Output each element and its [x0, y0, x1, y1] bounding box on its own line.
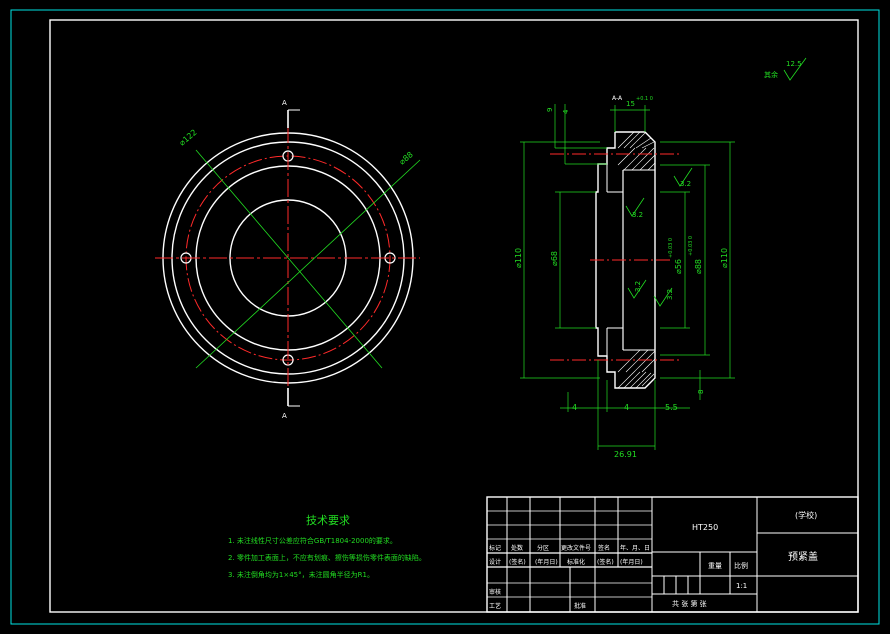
dim-step-4: 4 [562, 109, 570, 114]
tech-requirement-3: 3. 未注倒角均为1×45°，未注圆角半径为R1。 [228, 570, 374, 579]
roughness-rest-value: 12.5 [786, 60, 802, 68]
title-block [486, 496, 859, 613]
header-sign: 签名 [598, 544, 610, 552]
dim-top-tolerance: +0.1 0 [636, 96, 653, 102]
dim-step-9: 9 [546, 108, 554, 112]
section-label: A-A [612, 95, 623, 102]
tech-requirement-1: 1. 未注线性尺寸公差应符合GB/T1804-2000的要求。 [228, 536, 397, 545]
dim-outer-left: ⌀110 [514, 248, 523, 268]
design-sign: (签名) [509, 558, 526, 566]
dim-top-width: 15 [626, 100, 635, 108]
dim-width-3: 5.5 [665, 403, 678, 412]
material: HT250 [692, 523, 718, 532]
front-view [155, 109, 421, 407]
dim-bore: ⌀68 [550, 251, 559, 266]
header-date: 年、月、日 [620, 544, 650, 552]
dim-inner-56: ⌀56 [674, 259, 683, 274]
dim-outer-right: ⌀110 [720, 248, 729, 268]
header-count: 处数 [511, 544, 523, 552]
scale-value: 1:1 [736, 582, 747, 590]
header-change-doc: 更改文件号 [561, 544, 591, 552]
school: (学校) [795, 510, 817, 520]
roughness-a: 3.2 [680, 180, 691, 188]
sheet-info: 共 张 第 张 [672, 599, 707, 608]
dim-width-2: 4 [624, 403, 629, 412]
standardization-sign: (签名) [597, 558, 614, 566]
weight-label: 重量 [708, 562, 722, 570]
design-label: 设计 [489, 558, 501, 566]
dim-inner-88-tol: +0.03 0 [688, 236, 694, 256]
approve-label: 批准 [574, 602, 586, 610]
header-mark: 标记 [489, 544, 501, 552]
roughness-d: 3.2 [666, 289, 674, 300]
inner-frame [49, 19, 859, 613]
roughness-b: 3.2 [632, 211, 643, 219]
review-label: 审核 [489, 588, 501, 596]
process-label: 工艺 [489, 602, 501, 610]
sheet-border [10, 9, 880, 625]
dim-inner-88: ⌀88 [694, 259, 703, 274]
section-view [520, 57, 807, 450]
roughness-rest-label: 其余 [764, 70, 778, 79]
standardization-label: 标准化 [567, 558, 585, 566]
design-date: (年月日) [535, 558, 558, 566]
scale-label: 比例 [734, 561, 748, 570]
dim-outer-diameter: ⌀122 [178, 128, 199, 148]
part-name: 预紧盖 [788, 550, 818, 563]
dim-width-1: 4 [572, 403, 577, 412]
dim-inner-56-tol: +0.03 0 [668, 238, 674, 258]
header-zone: 分区 [537, 544, 549, 552]
dim-bottom-step: 8 [697, 390, 705, 394]
dim-total-width: 26.91 [614, 450, 637, 459]
cut-label-top: A [282, 99, 287, 107]
standardization-date: (年月日) [620, 558, 643, 566]
cut-label-bottom: A [282, 412, 287, 420]
tech-requirements-title: 技术要求 [306, 514, 350, 527]
tech-requirement-2: 2. 零件加工表面上，不应有划痕、擦伤等损伤零件表面的缺陷。 [228, 553, 426, 562]
roughness-c: 3.2 [634, 281, 642, 292]
dim-bolt-circle: ⌀88 [398, 150, 415, 167]
